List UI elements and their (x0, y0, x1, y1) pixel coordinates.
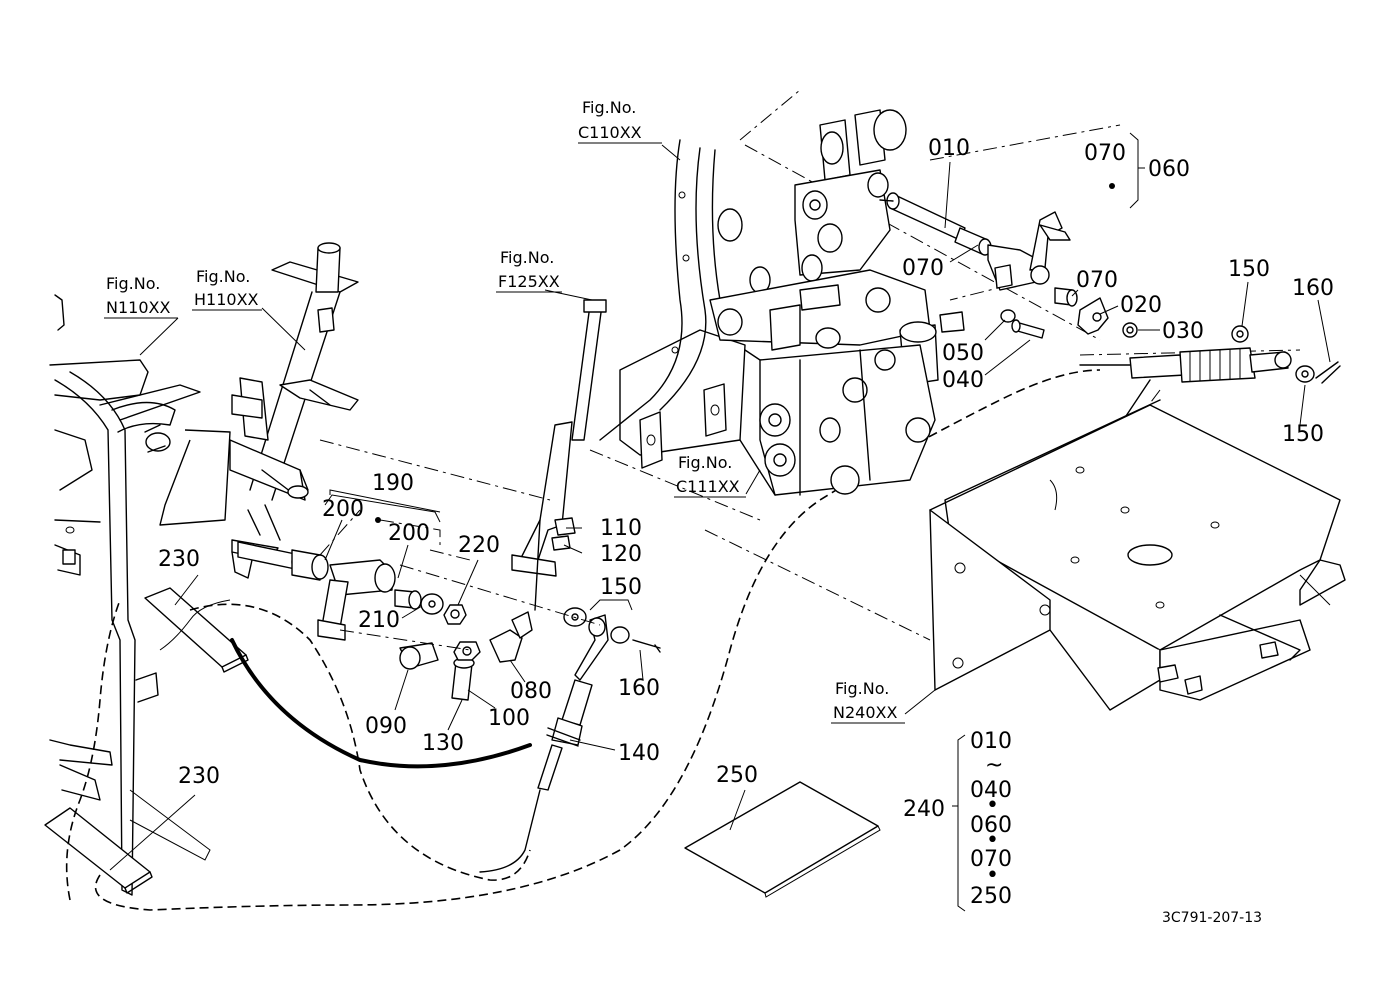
kit-240-group: 240 010 ~ 040 • 060 • 070 • 250 (903, 729, 1012, 909)
lever-rod-drawing (511, 299, 607, 611)
callout-030: 030 (1162, 319, 1204, 344)
cable-route-left (65, 599, 121, 901)
svg-text:C110XX: C110XX (578, 123, 642, 142)
callout-150-mid: 150 (600, 575, 642, 600)
svg-text:Fig.No.: Fig.No. (678, 453, 732, 472)
control-rod-drawing (879, 192, 1138, 339)
grouping-brackets (324, 132, 1145, 912)
svg-text:Fig.No.: Fig.No. (835, 679, 889, 698)
callout-010: 010 (928, 136, 970, 161)
kit-item-dot-1: • (986, 793, 999, 818)
svg-text:Fig.No.: Fig.No. (500, 248, 554, 267)
cable-joint-drawing (399, 607, 661, 873)
callout-160-mid: 160 (618, 676, 660, 701)
kit-item-010: 010 (970, 729, 1012, 754)
fig-ref-c110: Fig.No. C110XX (578, 98, 662, 144)
callout-060: 060 (1148, 157, 1190, 182)
fig-ref-n240: Fig.No. N240XX (831, 679, 905, 724)
kit-item-060: 060 (970, 813, 1012, 838)
svg-text:N240XX: N240XX (833, 703, 897, 722)
kit-item-dot-3: • (986, 863, 999, 888)
callout-220: 220 (458, 533, 500, 558)
callout-160-top: 160 (1292, 276, 1334, 301)
callout-100: 100 (488, 706, 530, 731)
fig-ref-n110: Fig.No. N110XX (104, 274, 178, 319)
callout-140: 140 (618, 741, 660, 766)
callout-200-b: 200 (388, 521, 430, 546)
leader-lines (109, 144, 1331, 871)
callout-150-bottom-right: 150 (1282, 422, 1324, 447)
svg-text:F125XX: F125XX (498, 272, 560, 291)
pedal-230-upper (144, 587, 249, 673)
cable-end-right-drawing (1079, 325, 1341, 471)
callout-070-right: 070 (1076, 268, 1118, 293)
cable-thin-left (159, 599, 231, 651)
fig-ref-h110: Fig.No. H110XX (192, 267, 262, 311)
callout-150-top: 150 (1228, 257, 1270, 282)
kit-item-dot-2: • (986, 828, 999, 853)
callout-250: 250 (716, 763, 758, 788)
svg-text:Fig.No.: Fig.No. (196, 267, 250, 286)
callout-230-top: 230 (158, 547, 200, 572)
kit-item-070: 070 (970, 847, 1012, 872)
pedal-230-lower (44, 807, 153, 894)
callout-070-top: 070 (1084, 141, 1126, 166)
kit-item-040: 040 (970, 778, 1012, 803)
svg-text:Fig.No.: Fig.No. (582, 98, 636, 117)
support-bracket-drawing (929, 399, 1346, 711)
svg-text:Fig.No.: Fig.No. (106, 274, 160, 293)
fig-ref-f125: Fig.No. F125XX (496, 248, 562, 293)
drawing-code: 3C791-207-13 (1162, 910, 1262, 926)
callout-130: 130 (422, 731, 464, 756)
sheet-250 (684, 781, 879, 894)
callout-090: 090 (365, 714, 407, 739)
cable-route-dashed (94, 369, 1101, 911)
svg-text:N110XX: N110XX (106, 298, 170, 317)
callout-190: 190 (372, 471, 414, 496)
pivot-assembly-drawing (237, 541, 467, 641)
kit-240-label: 240 (903, 797, 945, 822)
callout-080: 080 (510, 679, 552, 704)
callout-210: 210 (358, 608, 400, 633)
kit-item-tilde: ~ (985, 753, 1003, 778)
callout-040: 040 (942, 368, 984, 393)
callout-200-a: 200 (322, 497, 364, 522)
callout-020: 020 (1120, 293, 1162, 318)
fig-ref-c111: Fig.No. C111XX (674, 453, 746, 498)
steering-column-drawing (159, 242, 359, 579)
callout-120: 120 (600, 542, 642, 567)
kit-item-250: 250 (970, 884, 1012, 909)
callout-070-mid: 070 (902, 256, 944, 281)
throttle-cable (230, 638, 532, 769)
callout-230-bottom: 230 (178, 764, 220, 789)
callout-110: 110 (600, 516, 642, 541)
callout-050: 050 (942, 341, 984, 366)
svg-text:C111XX: C111XX (676, 477, 740, 496)
left-frame-drawing (49, 294, 211, 896)
valve-block-drawing (599, 109, 965, 496)
svg-text:H110XX: H110XX (194, 290, 259, 309)
